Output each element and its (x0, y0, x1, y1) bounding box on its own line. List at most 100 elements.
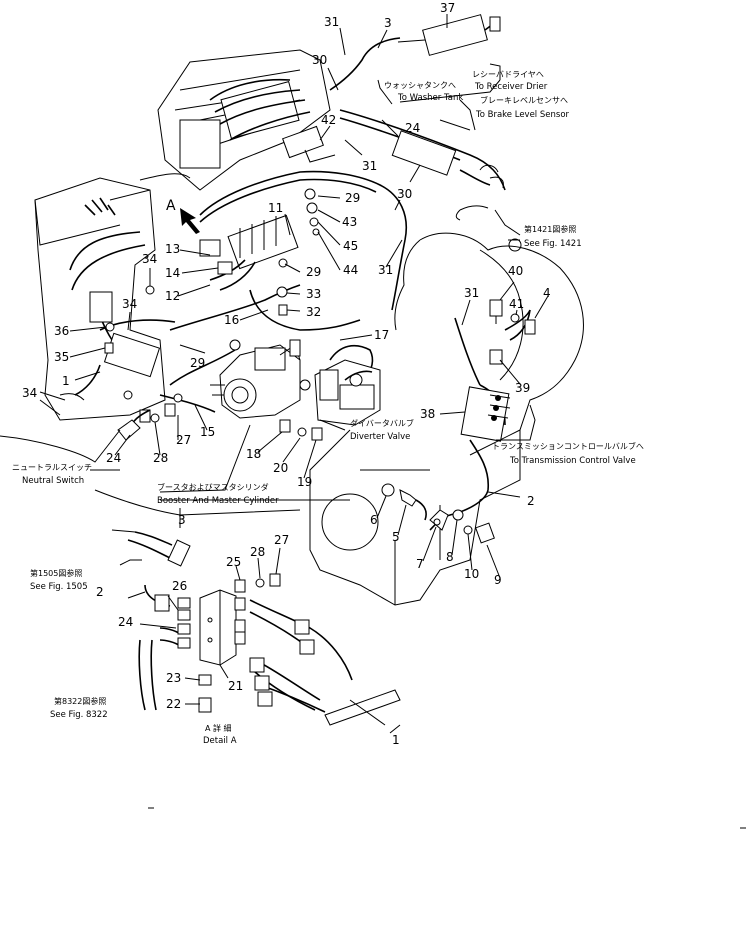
neutral-switch-label-jp: ニュートラルスイッチ (12, 463, 92, 472)
part-number: 29 (190, 356, 205, 370)
part-number: 4 (543, 286, 551, 300)
part-number: 22 (166, 697, 181, 711)
part-number: 21 (228, 679, 243, 693)
part-number: 31 (464, 286, 479, 300)
part-number: 43 (342, 215, 357, 229)
dash-panel-assembly (157, 49, 336, 191)
part-number: 10 (464, 567, 479, 581)
part-number: 31 (324, 15, 339, 29)
sensor-parts (489, 299, 536, 365)
transmission-label-jp: トランスミッションコントロールバルブへ (492, 441, 644, 451)
fig8322-label-en: See Fig. 8322 (50, 710, 108, 720)
part-number: 20 (273, 461, 288, 475)
detail-a-label-en: Detail A (203, 736, 237, 746)
part-number: 24 (405, 121, 420, 135)
part-number: 9 (494, 573, 502, 587)
part-number: 2 (527, 494, 535, 508)
part-number: 35 (54, 350, 69, 364)
part-number: 7 (416, 557, 424, 571)
part-number: 8 (446, 550, 454, 564)
receiver-label-en: To Receiver Drier (474, 82, 548, 92)
receiver-label-jp: レシーバドライヤへ (472, 70, 544, 79)
part-number: 44 (343, 263, 358, 277)
part-number: 19 (297, 475, 312, 489)
leader-lines (39, 14, 549, 579)
left-console (34, 173, 191, 421)
part-number: 12 (165, 289, 180, 303)
part-number: 36 (54, 324, 69, 338)
part-number: 24 (106, 451, 121, 465)
transmission-connector-38 (460, 386, 511, 442)
part-number: 1 (392, 733, 400, 747)
diverter-label-jp: ダイバータバルブ (350, 418, 414, 428)
diverter-label-en: Diverter Valve (350, 432, 410, 442)
view-arrow-a: A (166, 198, 200, 234)
booster-master-cylinder (210, 339, 301, 419)
relay-block (199, 214, 299, 291)
part-number: 27 (176, 433, 191, 447)
part-number: 30 (312, 53, 327, 67)
part-number: 33 (306, 287, 321, 301)
fig1505-label-jp: 第1505図参照 (30, 568, 82, 578)
receiver-drier-harness (397, 14, 501, 56)
part-number: 3 (178, 513, 186, 527)
diverter-valve (314, 359, 381, 426)
part-number: 30 (397, 187, 412, 201)
part-number: 6 (370, 513, 378, 527)
detail-a-drawing (111, 508, 401, 734)
part-number: 11 (268, 201, 283, 215)
part-number: 2 (96, 585, 104, 599)
part-number-labels: 37 31 3 30 42 24 31 30 29 43 11 45 13 44… (22, 1, 551, 747)
fig1421-label-jp: 第1421図参照 (524, 224, 576, 234)
part-number: 25 (226, 555, 241, 569)
part-number: 28 (153, 451, 168, 465)
part-number: 31 (362, 159, 377, 173)
part-number: 17 (374, 328, 389, 342)
part-number: 26 (172, 579, 187, 593)
transmission-label-en: To Transmission Control Valve (509, 456, 636, 466)
part-number: 16 (224, 313, 239, 327)
part-number: 29 (345, 191, 360, 205)
callout-lines (0, 63, 536, 516)
callout-labels: レシーバドライヤへ To Receiver Drier ウォッシャタンクへ To… (12, 70, 644, 746)
part-number: 38 (420, 407, 435, 421)
part-number: 31 (378, 263, 393, 277)
part-number: 34 (142, 252, 157, 266)
lower-right-parts (381, 483, 495, 544)
part-number: 42 (321, 113, 336, 127)
part-number: 14 (165, 266, 180, 280)
part-number: 34 (22, 386, 37, 400)
detail-a-label-jp: A 詳 細 (205, 723, 232, 733)
part-number: 39 (515, 381, 530, 395)
part-number: 23 (166, 671, 181, 685)
booster-label-jp: ブースタおよびマスタシリンダ (157, 482, 269, 492)
fig8322-label-jp: 第8322図参照 (54, 696, 106, 706)
fig1421-label-en: See Fig. 1421 (524, 239, 582, 249)
small-fasteners (104, 188, 323, 441)
washer-label-jp: ウォッシャタンクへ (384, 81, 456, 90)
part-number: 41 (509, 297, 524, 311)
part-number: 37 (440, 1, 455, 15)
part-number: 27 (274, 533, 289, 547)
part-number: 5 (392, 530, 400, 544)
part-number: 34 (122, 297, 137, 311)
brake-label-en: To Brake Level Sensor (475, 110, 570, 120)
fig1505-label-en: See Fig. 1505 (30, 582, 88, 592)
part-number: 40 (508, 264, 523, 278)
part-number: 1 (62, 374, 70, 388)
part-number: 29 (306, 265, 321, 279)
part-number: 45 (343, 239, 358, 253)
brake-label-jp: ブレーキレベルセンサへ (480, 95, 568, 105)
part-number: 28 (250, 545, 265, 559)
booster-label-en: Booster And Master Cylinder (157, 496, 279, 506)
main-harness (74, 37, 531, 531)
part-number: 3 (384, 16, 392, 30)
part-number: 18 (246, 447, 261, 461)
washer-label-en: To Washer Tank (397, 93, 463, 103)
part-number: 32 (306, 305, 321, 319)
part-number: 13 (165, 242, 180, 256)
part-number: 24 (118, 615, 133, 629)
neutral-switch-label-en: Neutral Switch (22, 476, 84, 486)
